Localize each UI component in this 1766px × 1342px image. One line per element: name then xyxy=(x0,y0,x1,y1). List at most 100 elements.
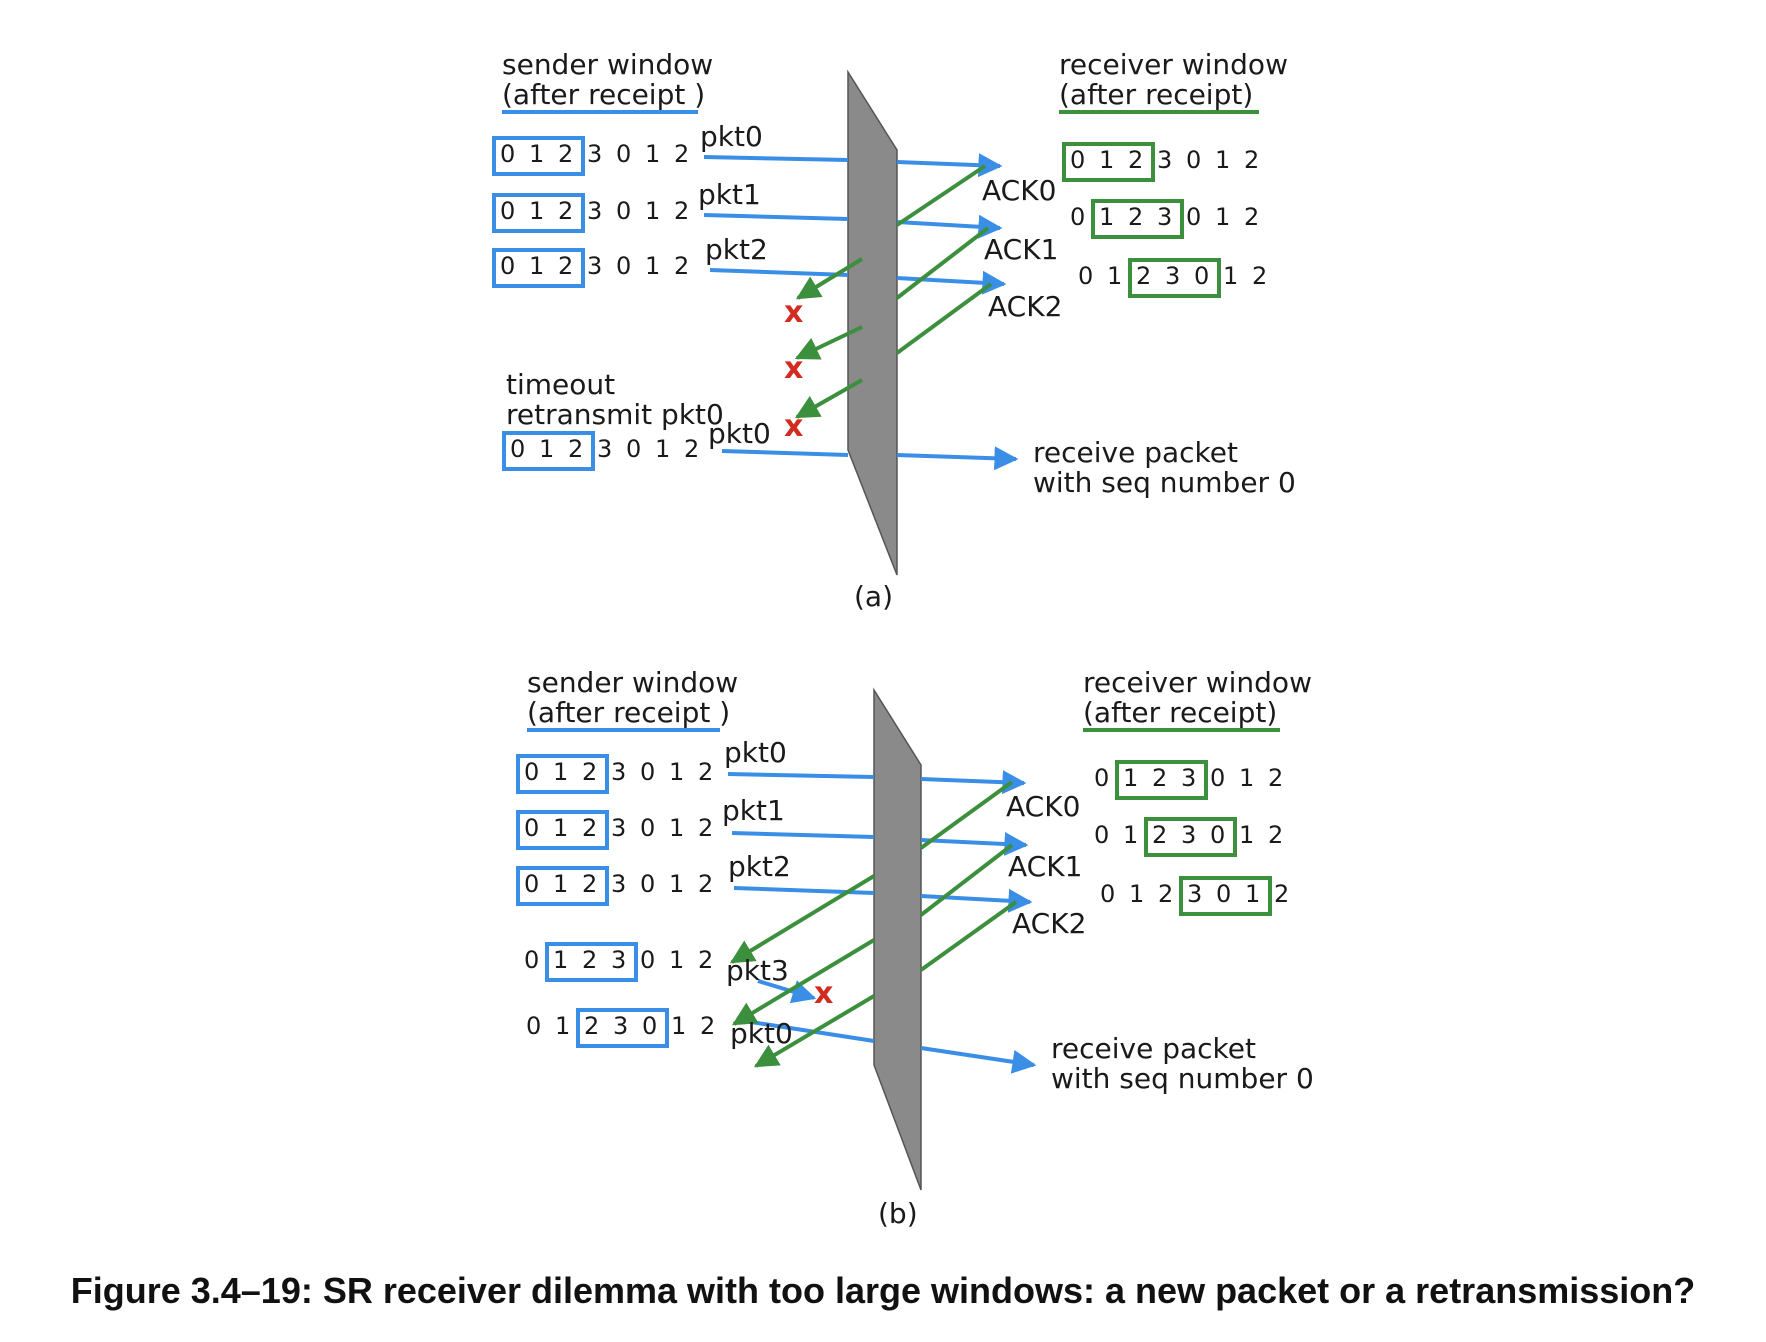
seq-number: 1 xyxy=(555,1012,570,1040)
seq-number: 0 xyxy=(642,1012,657,1040)
packet-arrow xyxy=(737,1018,875,1043)
receiver-window-box xyxy=(1144,817,1237,857)
seq-number: 0 xyxy=(640,758,655,786)
sender-window-box xyxy=(576,1008,669,1048)
ack-arrow xyxy=(731,938,876,1026)
ack-label: ACK2 xyxy=(1012,907,1086,940)
seq-number: 0 xyxy=(1094,821,1109,849)
seq-number: 3 xyxy=(597,435,612,463)
packet-arrow xyxy=(709,268,849,277)
seq-number: 3 xyxy=(611,758,626,786)
packet-arrow xyxy=(920,1046,1037,1074)
seq-number: 3 xyxy=(611,814,626,842)
receiver-title-a-line1: receiver window xyxy=(1059,48,1288,81)
scenario-b: sender window (after receipt ) receiver … xyxy=(516,666,1314,1230)
seq-number: 1 xyxy=(529,252,544,280)
receiver-window-box xyxy=(1179,876,1272,916)
seq-number: 2 xyxy=(698,870,713,898)
packet-label: pkt0 xyxy=(730,1017,793,1050)
seq-number: 0 xyxy=(524,814,539,842)
seq-number: 0 xyxy=(524,758,539,786)
ack-arrow xyxy=(753,994,876,1068)
packet-arrow xyxy=(721,449,849,457)
packet-arrow xyxy=(703,155,849,162)
packet-arrow xyxy=(727,772,875,779)
seq-number: 0 xyxy=(626,435,641,463)
packet-label: pkt1 xyxy=(698,178,761,211)
ack-arrow xyxy=(919,900,1018,972)
packet-label: pkt2 xyxy=(728,850,791,883)
seq-number: 3 xyxy=(1157,203,1172,231)
receive-note-b-line2: with seq number 0 xyxy=(1051,1062,1314,1095)
packet-label: pkt0 xyxy=(700,120,763,153)
seq-number: 3 xyxy=(587,140,602,168)
receive-note-line2: with seq number 0 xyxy=(1033,466,1296,499)
seq-number: 2 xyxy=(1274,880,1289,908)
scenario-a: sender window (after receipt ) receiver … xyxy=(492,48,1296,613)
seq-number: 1 xyxy=(1129,880,1144,908)
ack-label: ACK0 xyxy=(982,174,1056,207)
sender-title-b-line2: (after receipt ) xyxy=(527,696,730,729)
seq-number: 0 xyxy=(1078,262,1093,290)
seq-number: 1 xyxy=(1223,262,1238,290)
seq-number: 2 xyxy=(582,870,597,898)
packet-label: pkt0 xyxy=(708,417,771,450)
seq-number: 1 xyxy=(669,946,684,974)
seq-number: 2 xyxy=(674,252,689,280)
sender-window-box xyxy=(516,866,609,906)
seq-number: 1 xyxy=(1239,821,1254,849)
seq-number: 2 xyxy=(568,435,583,463)
seq-number: 0 xyxy=(640,814,655,842)
seq-number: 1 xyxy=(553,814,568,842)
seq-number: 1 xyxy=(539,435,554,463)
packet-arrow xyxy=(731,831,875,839)
packet-arrow xyxy=(920,888,1033,913)
seq-number: 0 xyxy=(1194,262,1209,290)
seq-number: 3 xyxy=(1181,764,1196,792)
lost-ack-icon: x xyxy=(784,409,803,444)
timeout-note-line1: timeout xyxy=(506,368,615,401)
sender-window-box xyxy=(502,431,595,471)
seq-number: 1 xyxy=(1123,821,1138,849)
lost-ack-icon: x xyxy=(784,351,803,386)
seq-number: 3 xyxy=(587,197,602,225)
seq-number: 3 xyxy=(1181,821,1196,849)
seq-number: 3 xyxy=(1165,262,1180,290)
seq-number: 0 xyxy=(616,252,631,280)
seq-number: 2 xyxy=(558,140,573,168)
receive-note-line1: receive packet xyxy=(1033,436,1238,469)
channel-b xyxy=(873,687,922,1191)
packet-label: pkt1 xyxy=(722,794,785,827)
seq-number: 2 xyxy=(700,1012,715,1040)
seq-number: 1 xyxy=(1215,203,1230,231)
scenario-label-b: (b) xyxy=(878,1197,918,1230)
sender-window-box xyxy=(545,942,638,982)
receiver-window-box xyxy=(1128,258,1221,298)
seq-number: 2 xyxy=(582,758,597,786)
packet-arrow xyxy=(703,213,849,221)
seq-number: 3 xyxy=(587,252,602,280)
channel-a xyxy=(847,69,898,576)
seq-number: 0 xyxy=(500,252,515,280)
ack-arrow xyxy=(895,164,987,227)
seq-number: 0 xyxy=(616,197,631,225)
ack-arrow xyxy=(895,282,993,355)
seq-number: 2 xyxy=(1252,262,1267,290)
seq-number: 0 xyxy=(1070,203,1085,231)
seq-number: 1 xyxy=(669,814,684,842)
seq-number: 1 xyxy=(529,140,544,168)
seq-number: 0 xyxy=(524,870,539,898)
ack-arrow xyxy=(794,325,863,360)
packet-label: pkt2 xyxy=(705,233,768,266)
seq-number: 1 xyxy=(1107,262,1122,290)
seq-number: 0 xyxy=(1210,764,1225,792)
receiver-title-a-line2: (after receipt) xyxy=(1059,78,1253,111)
seq-number: 2 xyxy=(558,252,573,280)
